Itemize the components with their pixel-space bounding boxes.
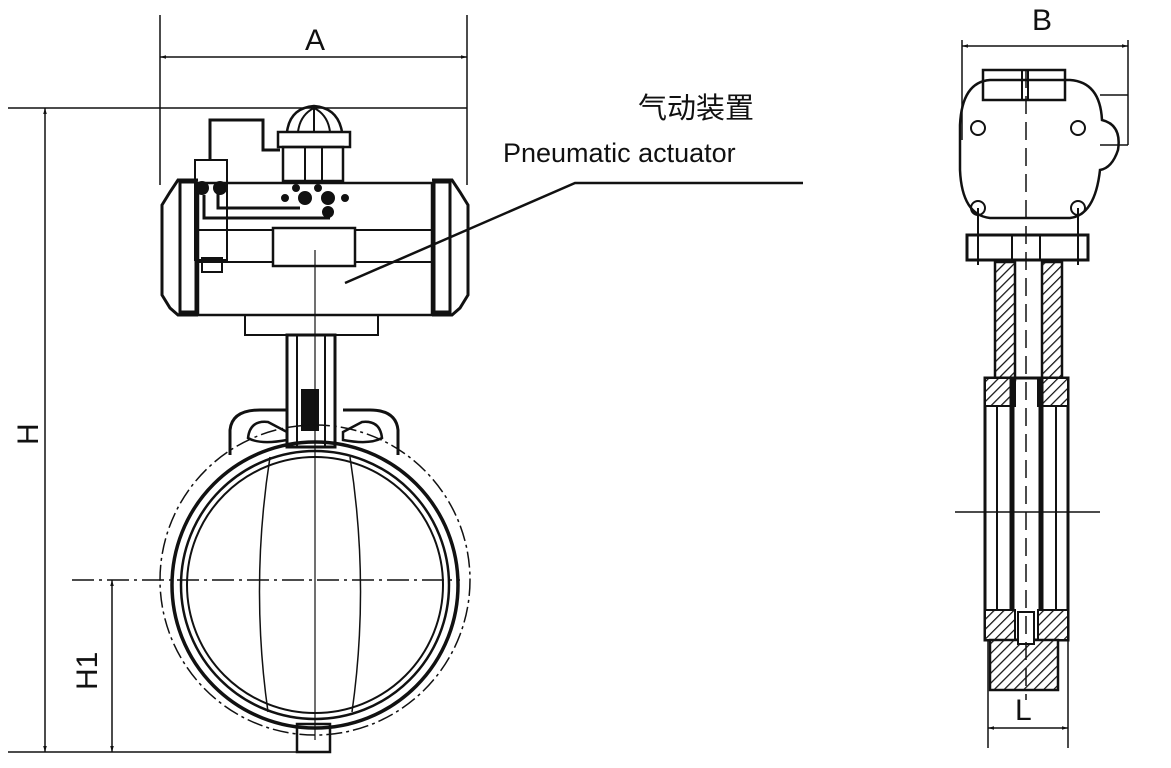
label-h: H bbox=[12, 423, 45, 445]
valve-stem bbox=[285, 333, 337, 449]
label-h1: H1 bbox=[71, 652, 104, 690]
callout-leader bbox=[344, 181, 803, 285]
label-b: B bbox=[1032, 4, 1052, 37]
callout-label-english: Pneumatic actuator bbox=[503, 138, 736, 168]
label-l: L bbox=[1015, 694, 1032, 727]
dimension-b bbox=[961, 40, 1129, 146]
dimension-h bbox=[8, 107, 467, 753]
front-view bbox=[8, 15, 803, 754]
dimension-l bbox=[987, 640, 1069, 748]
callout-label-chinese: 气动装置 bbox=[638, 91, 754, 125]
label-a: A bbox=[305, 24, 325, 57]
dimension-a bbox=[159, 15, 468, 185]
valve-body bbox=[159, 250, 471, 754]
side-view bbox=[955, 40, 1129, 748]
